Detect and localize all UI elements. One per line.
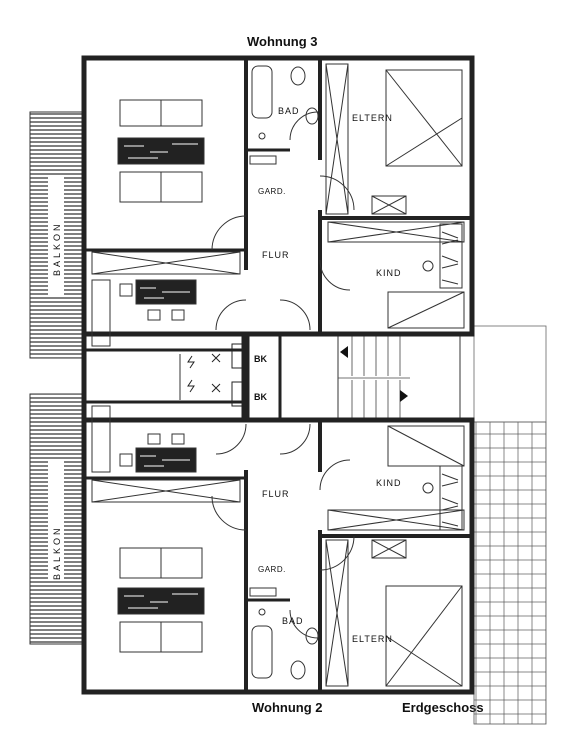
- door-swings: [211, 111, 355, 639]
- bk-label-bottom: BK: [254, 392, 267, 402]
- kind-label-top: KIND: [376, 268, 402, 278]
- heading-erdgeschoss: Erdgeschoss: [402, 700, 484, 715]
- shelves: [422, 223, 463, 531]
- beds: [385, 69, 465, 687]
- balkon-label-top: BALKON: [52, 221, 62, 276]
- bath-fixtures: [249, 65, 319, 680]
- terrace: [473, 325, 547, 725]
- flur-label-bottom: FLUR: [262, 489, 290, 499]
- eltern-label-top: ELTERN: [352, 113, 393, 123]
- bad-label-bottom: BAD: [282, 616, 304, 626]
- flur-label-top: FLUR: [262, 250, 290, 260]
- bad-label-top: BAD: [278, 106, 300, 116]
- balkon-label-bottom: BALKON: [52, 525, 62, 580]
- walls: [81, 55, 475, 695]
- gard-label-bottom: GARD.: [258, 565, 286, 574]
- gard-label-top: GARD.: [258, 187, 286, 196]
- eltern-label-bottom: ELTERN: [352, 634, 393, 644]
- window-bands: [91, 63, 465, 687]
- heading-wohnung-3: Wohnung 3: [247, 34, 318, 49]
- balcony-bottom: [29, 393, 83, 645]
- bk-label-top: BK: [254, 354, 267, 364]
- staircase: [337, 333, 461, 421]
- heading-wohnung-2: Wohnung 2: [252, 700, 323, 715]
- balcony-top: [29, 111, 83, 359]
- living-furniture: [91, 99, 205, 653]
- kind-label-bottom: KIND: [376, 478, 402, 488]
- meter-boxes: [187, 343, 245, 407]
